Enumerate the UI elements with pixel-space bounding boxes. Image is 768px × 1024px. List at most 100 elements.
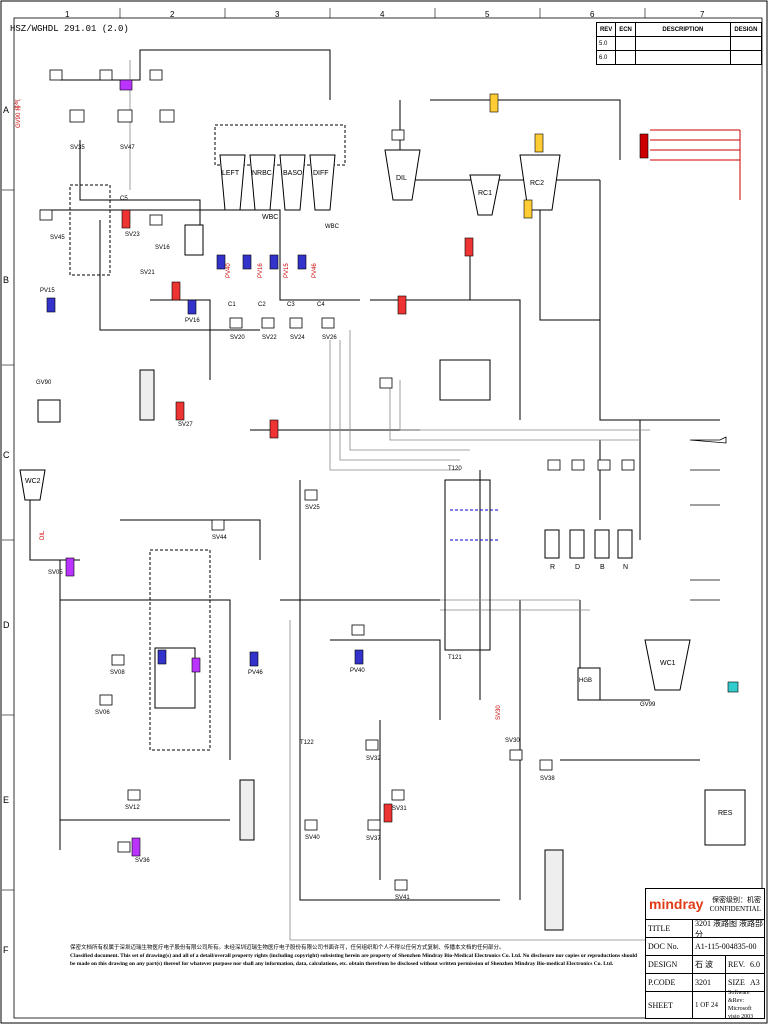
rev-header-description: DESCRIPTION (634, 22, 731, 37)
field-value: A3 (750, 978, 760, 987)
column-number: 2 (170, 10, 175, 19)
chamber-label-rc2: RC2 (530, 180, 545, 187)
pump-label: PV40 (350, 668, 365, 674)
chamber-label-wbc: WBC (262, 214, 279, 221)
chamber-label-hgb: HGB (579, 678, 593, 684)
rev-cell (615, 50, 636, 65)
svg-text:GV90 排气: GV90 排气 (14, 99, 22, 128)
pump-label: PV46 (248, 670, 263, 676)
reagent-label-d: D (575, 564, 581, 571)
svg-text:PV46: PV46 (312, 263, 318, 278)
row-letter: E (3, 795, 10, 805)
table-row: 5.0 (595, 36, 763, 51)
valve-label: SV35 (70, 145, 85, 151)
design-row: DESIGN 石 波 REV. 6.0 (646, 955, 764, 973)
component-label: C4 (317, 302, 325, 308)
component-label: T122 (300, 740, 314, 746)
rev-header-rev: REV (595, 22, 617, 37)
valve-label: SV27 (178, 422, 193, 428)
valve-label: SV05 (48, 570, 63, 576)
mindray-logo: mindray (649, 896, 704, 912)
valve-label: SV22 (262, 335, 277, 341)
valve-label: SV23 (125, 232, 140, 238)
pump-label: PV16 (185, 318, 200, 324)
svg-text:PV16: PV16 (258, 263, 264, 278)
field-value: Microsoft visio 2003 (728, 1006, 754, 1020)
column-number: 1 (65, 10, 70, 19)
field-key: REV. (728, 960, 745, 969)
component-label: WBC (325, 224, 339, 230)
svg-text:PV40: PV40 (226, 263, 232, 278)
field-key: SIZE (728, 978, 745, 987)
row-letter: D (3, 620, 10, 630)
row-letter: A (3, 105, 10, 115)
rev-cell (729, 50, 763, 65)
svg-text:SV30: SV30 (496, 705, 502, 720)
valve-label: SV26 (322, 335, 337, 341)
field-value: 石 波 (693, 956, 726, 973)
field-key: DESIGN (646, 956, 693, 973)
field-value: 1 OF 24 (693, 992, 726, 1018)
confidential-stamp: 保密级别：机密 CONFIDENTIAL (710, 895, 761, 913)
valve-label: SV16 (155, 245, 170, 251)
column-number: 4 (380, 10, 385, 19)
document-header-id: HSZ/WGHDL 291.01 (2.0) (10, 24, 129, 34)
chamber-label-wc1: WC1 (660, 660, 676, 667)
field-value: 3201 (693, 974, 726, 991)
field-key: TITLE (646, 920, 693, 937)
table-row: 6.0 (595, 50, 763, 65)
notice-cn: 保密文档所有权属于深圳迈瑞生物医疗电子股份有限公司所有。未经深圳迈瑞生物医疗电子… (70, 945, 505, 951)
chamber-label-diff: DIFF (313, 170, 329, 177)
valve-label: SV40 (305, 835, 320, 841)
field-key: SHEET (646, 992, 693, 1018)
reagent-label-b: B (600, 564, 605, 571)
confidential-en: CONFIDENTIAL (709, 905, 761, 913)
field-key: Software &Rev: (728, 990, 750, 1004)
valve-label: SV41 (395, 895, 410, 901)
valve-label: SV38 (540, 776, 555, 782)
rev-cell (634, 36, 731, 51)
valve-label: SV08 (110, 670, 125, 676)
valve-label: SV36 (135, 858, 150, 864)
reagent-label-n: N (623, 564, 629, 571)
notice-en: Classified document. This set of drawing… (70, 953, 638, 967)
revision-table: REV ECN DESCRIPTION DESIGN 5.0 6.0 (595, 22, 763, 65)
component-label: C2 (258, 302, 266, 308)
valve-label: SV45 (50, 235, 65, 241)
chamber-label-wc2: WC2 (25, 478, 41, 485)
software-field: Software &Rev: Microsoft visio 2003 (726, 989, 764, 1021)
component-label: GV99 (640, 702, 656, 708)
column-number: 6 (590, 10, 595, 19)
valve-label: SV30 (505, 738, 520, 744)
title-block: mindray 保密级别：机密 CONFIDENTIAL TITLE 3201 … (645, 888, 765, 1021)
sheet-row: SHEET 1 OF 24 Software &Rev: Microsoft v… (646, 989, 764, 1021)
pcode-row: P.CODE 3201 SIZE A3 (646, 973, 764, 991)
column-number: 3 (275, 10, 280, 19)
valve-label: SV25 (305, 505, 320, 511)
chamber-label-baso: BASO (283, 170, 303, 177)
valve-label: SV47 (120, 145, 135, 151)
rev-header-ecn: ECN (615, 22, 636, 37)
column-number: 5 (485, 10, 490, 19)
component-label: GV90 (36, 380, 52, 386)
rev-cell: 6.0 (595, 50, 617, 65)
rev-cell (634, 50, 731, 65)
bottle-label-res: RES (718, 810, 733, 817)
valve-label: SV06 (95, 710, 110, 716)
confidential-cn: 保密级别：机密 (712, 896, 761, 904)
chamber-label-rc1: RC1 (478, 190, 493, 197)
row-letter: B (3, 275, 10, 285)
valve-label: SV31 (392, 806, 407, 812)
component-label: T120 (448, 466, 462, 472)
valve-label: SV32 (366, 756, 381, 762)
rev-cell: 5.0 (595, 36, 617, 51)
svg-text:PV15: PV15 (284, 263, 290, 278)
confidential-notice: 保密文档所有权属于深圳迈瑞生物医疗电子股份有限公司所有。未经深圳迈瑞生物医疗电子… (70, 944, 640, 968)
row-letter: C (3, 450, 10, 460)
reagent-label-r: R (550, 564, 556, 571)
pump-label: PV15 (40, 288, 55, 294)
field-value: 3201 液路图 液路部分 (695, 918, 763, 939)
component-label: T121 (448, 655, 462, 661)
